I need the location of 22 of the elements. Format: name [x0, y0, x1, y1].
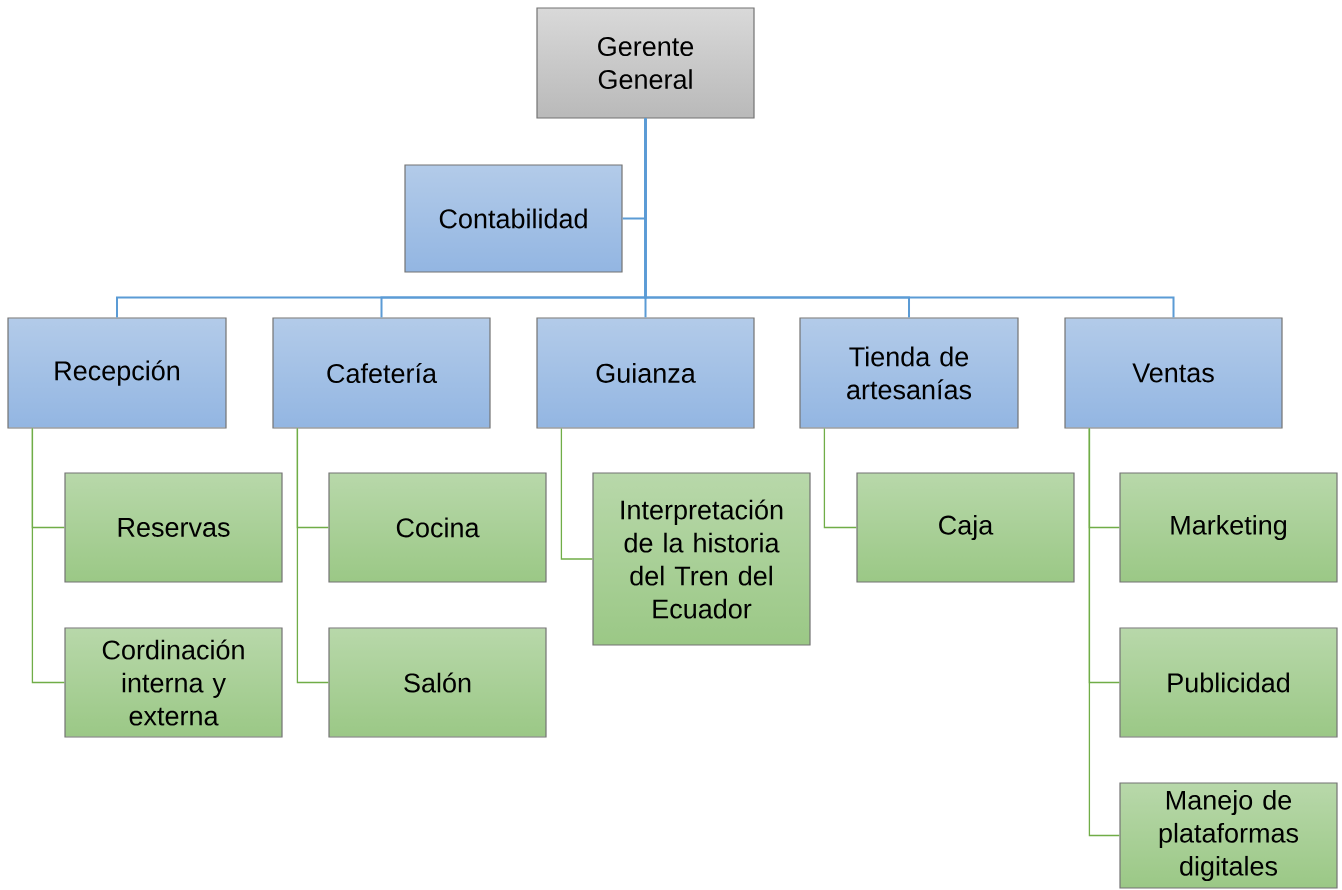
connector-line [823, 427, 858, 529]
connector-line [1088, 427, 1121, 837]
org-box: Cordinación interna y externa [64, 627, 283, 738]
org-box: Marketing [1119, 472, 1338, 583]
org-box: Guianza [536, 317, 755, 429]
connector-line [296, 427, 330, 684]
org-box: Reservas [64, 472, 283, 583]
connector-line [560, 427, 594, 560]
org-box: Interpretación de la historia del Tren del Ecuador [592, 472, 811, 646]
org-box: Salón [328, 627, 547, 738]
org-box: Cocina [328, 472, 547, 583]
connector-line [31, 427, 66, 684]
org-box: Contabilidad [404, 164, 623, 273]
org-box: Recepción [7, 317, 227, 429]
org-box: Publicidad [1119, 627, 1338, 738]
org-box: Ventas [1064, 317, 1283, 429]
org-box: Gerente General [536, 7, 755, 119]
org-box: Tienda de artesanías [799, 317, 1019, 429]
connector-line [644, 117, 1175, 319]
org-box: Cafetería [272, 317, 491, 429]
org-box: Caja [856, 472, 1075, 583]
org-box: Manejo de plataformas digitales [1119, 782, 1338, 889]
